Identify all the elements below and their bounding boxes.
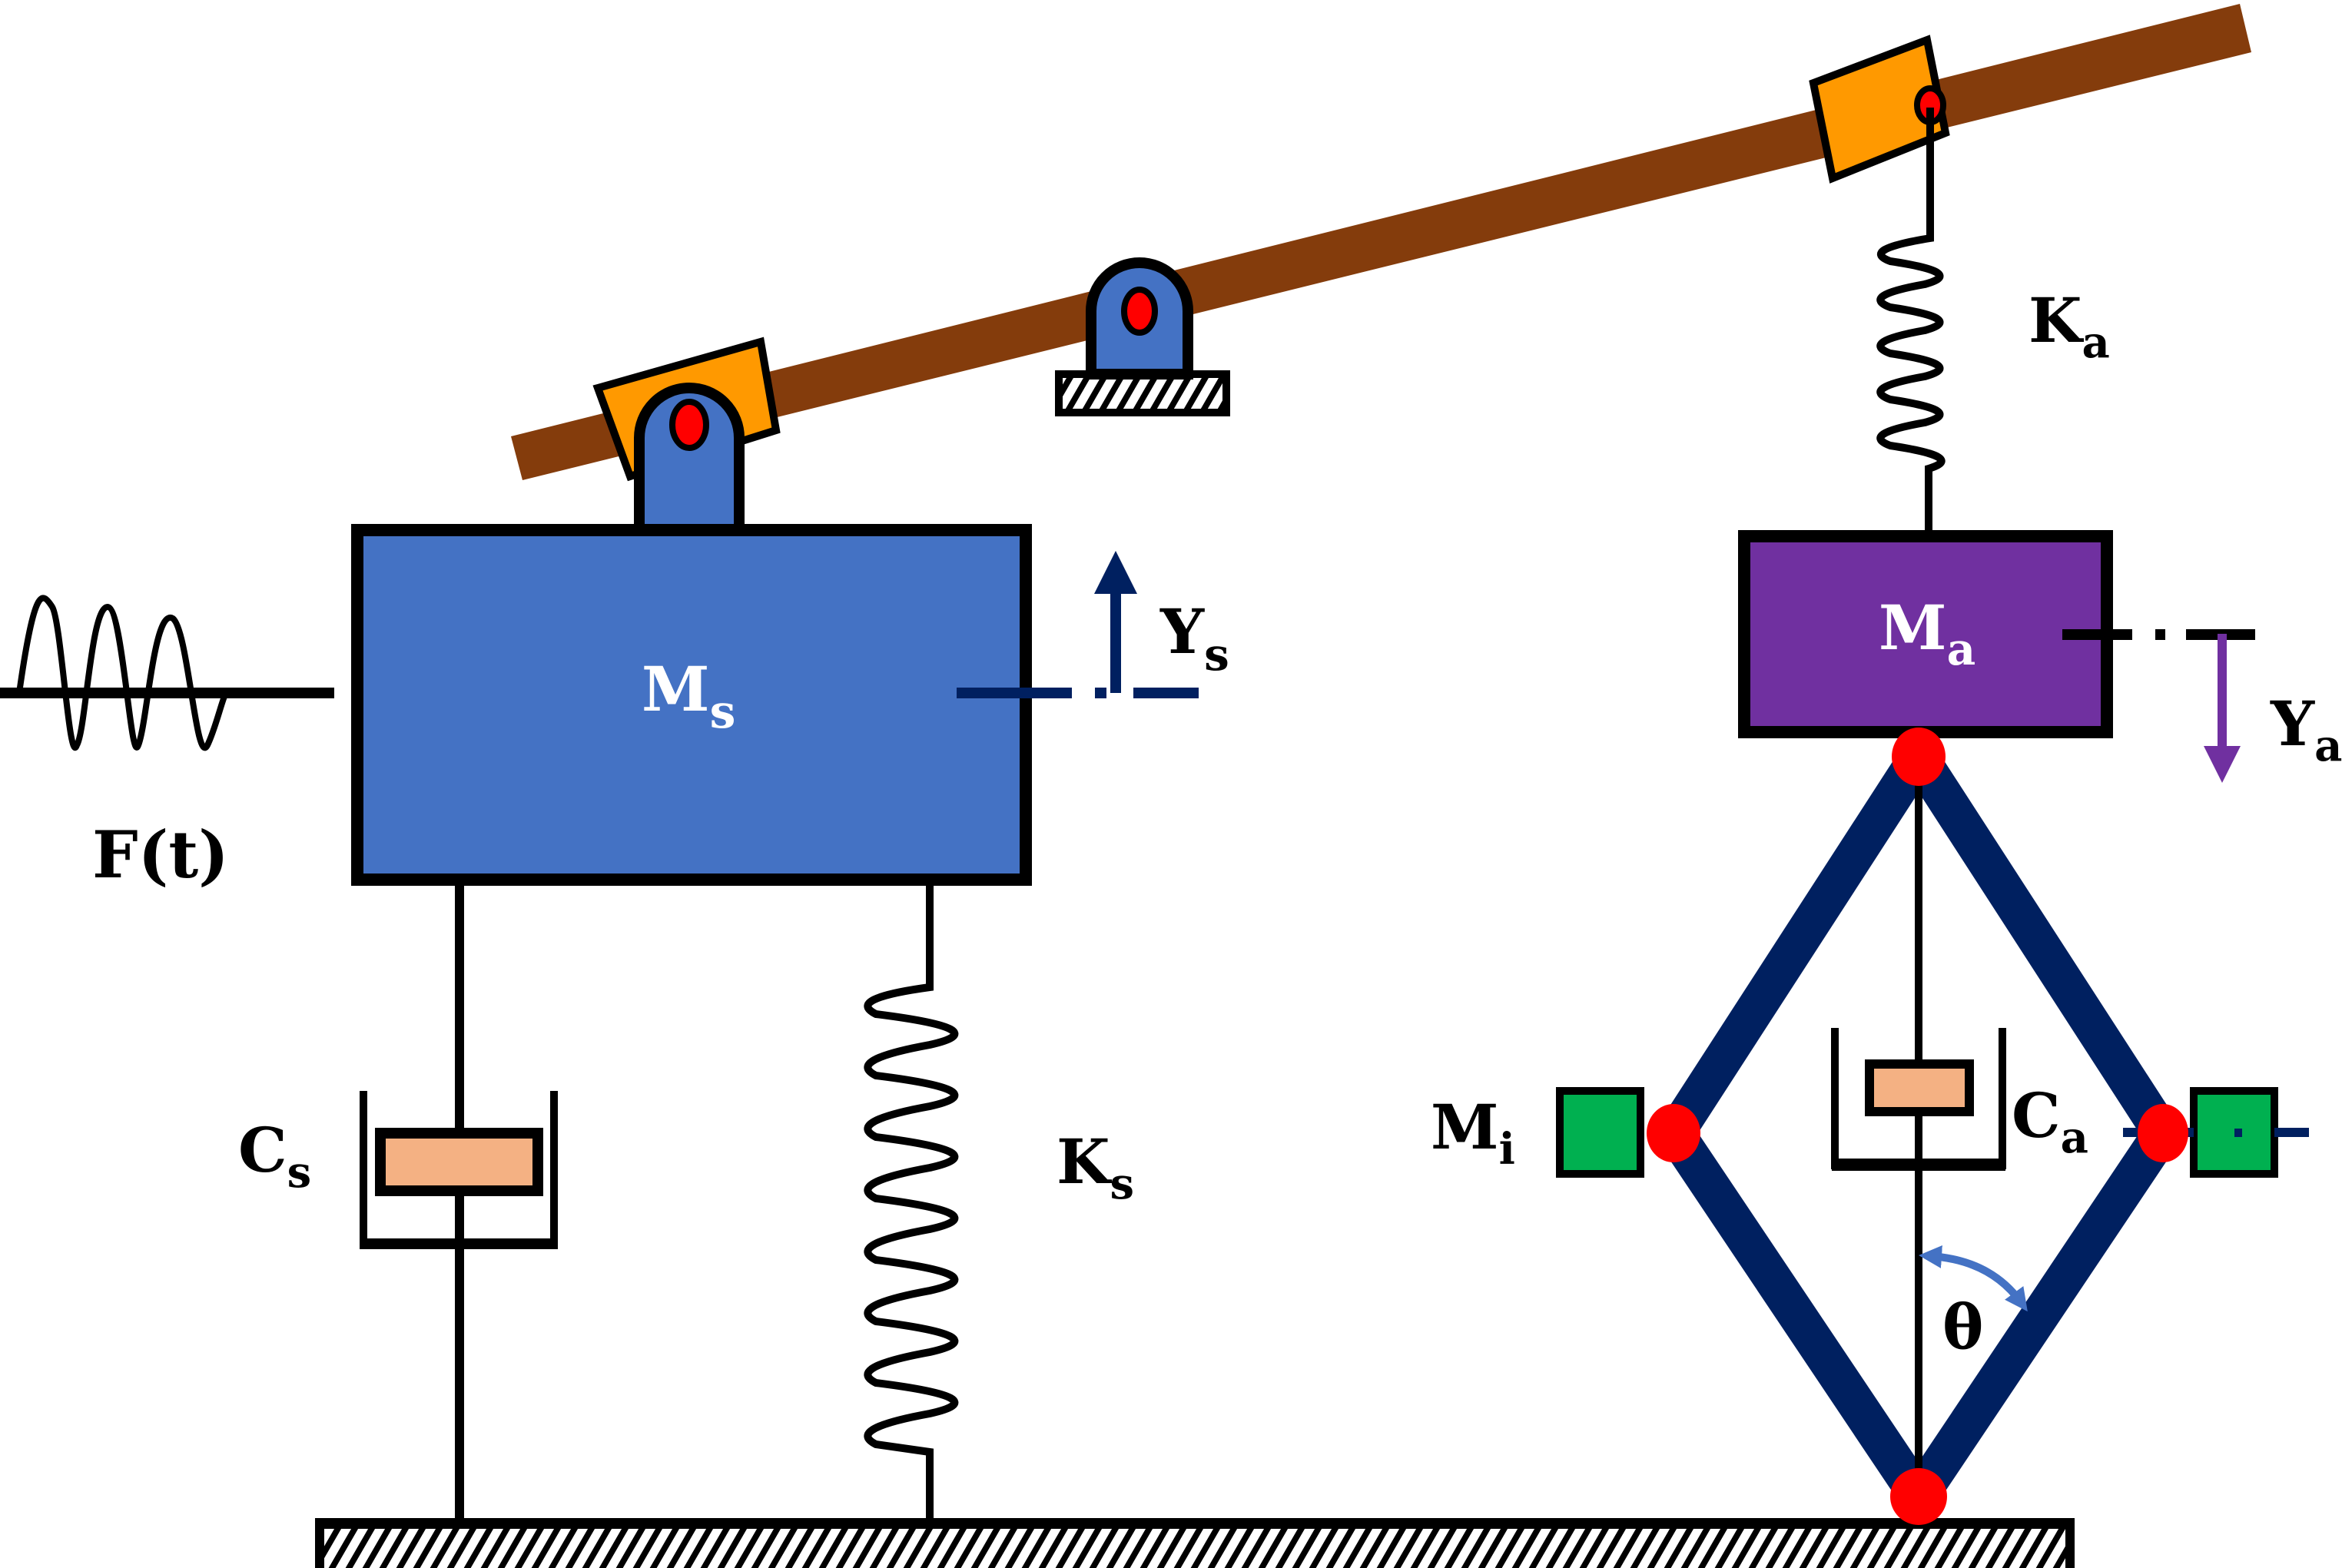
primary-spring [864,880,959,1525]
primary-mass [351,524,1032,886]
angle-label: θ [1942,1291,1983,1363]
primary-displacement-indicator [957,551,1199,698]
ground [315,1518,2075,1568]
force-label: F(t) [92,817,229,893]
left-hinge-icon [1647,1104,1700,1162]
primary-mass-label: Ms [642,653,735,739]
bottom-hinge-icon [1890,1468,1947,1525]
primary-damper [360,880,558,1525]
force-wave-icon [0,595,334,751]
primary-damper-label: Cs [238,1114,311,1198]
pivot-pin-icon [1121,287,1158,336]
inertial-mass-left [1556,1087,1644,1178]
absorber-mass-label: Ma [1879,592,1975,675]
primary-spring-label: Ks [1057,1125,1134,1209]
right-slider [1809,35,1950,184]
absorber-displacement-indicator [2062,629,2255,783]
primary-displacement-label: Ys [1159,595,1229,681]
inertial-mass-right [2123,1087,2309,1178]
angle-arrow-icon [1919,1245,2028,1312]
absorber-spring-label: Ka [2029,284,2110,368]
absorber-damper [1831,757,2006,1497]
top-hinge-icon [1892,728,1946,786]
absorber-displacement-label: Ya [2270,688,2342,771]
primary-mass-clevis [634,383,745,535]
right-hinge-icon [2138,1104,2188,1162]
inertial-mass-label: Mi [1431,1091,1515,1175]
absorber-damper-label: Ca [2012,1079,2088,1163]
lever-beam [511,4,2251,480]
fixed-pivot [1055,257,1230,416]
slider-pin-icon [669,399,709,451]
absorber-spring [1876,108,1946,530]
